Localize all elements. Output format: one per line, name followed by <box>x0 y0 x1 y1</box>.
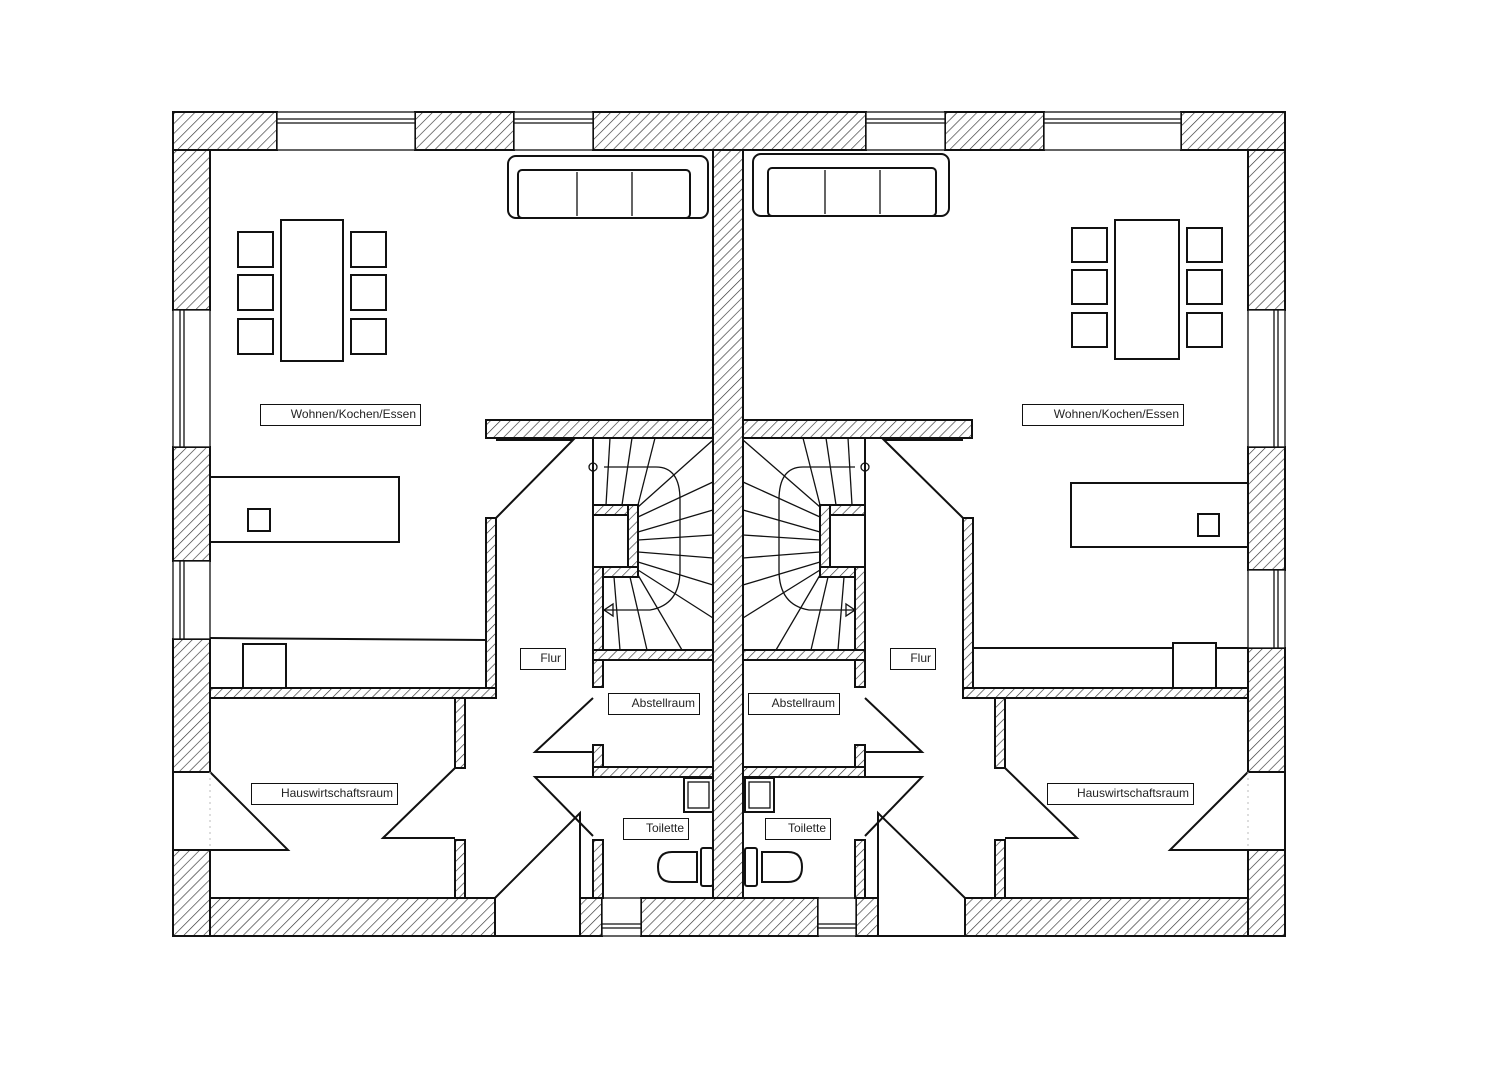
interior-walls-right <box>742 419 1249 899</box>
chair <box>1186 312 1223 348</box>
sink <box>683 777 714 813</box>
chair <box>1186 269 1223 305</box>
room-label-toilet-right: Toilette <box>765 818 831 840</box>
chair <box>237 274 274 311</box>
staircase-left <box>588 437 714 651</box>
interior-walls-left <box>209 419 714 899</box>
windows <box>172 111 1286 937</box>
exterior-doors <box>172 771 1286 937</box>
room-label-toilet-left: Toilette <box>623 818 689 840</box>
chair <box>350 231 387 268</box>
kitchen-island <box>209 476 400 543</box>
room-label-living-right: Wohnen/Kochen/Essen <box>1022 404 1184 426</box>
room-label-utility-right: Hauswirtschaftsraum <box>1047 783 1194 805</box>
exterior-walls <box>172 111 1286 937</box>
staircase-right <box>742 437 870 651</box>
room-label-hall-right: Flur <box>890 648 936 670</box>
chair <box>350 274 387 311</box>
room-label-storage-left: Abstellraum <box>608 693 700 715</box>
dining-table <box>1114 219 1180 360</box>
kitchen-left <box>209 476 400 689</box>
room-label-utility-left: Hauswirtschaftsraum <box>251 783 398 805</box>
chair <box>237 318 274 355</box>
chair <box>1071 312 1108 348</box>
dining-set-left <box>237 219 387 362</box>
toilet-left <box>656 777 714 887</box>
dining-table <box>280 219 344 362</box>
interior-doors <box>380 439 1080 839</box>
kitchen-island <box>1070 482 1249 548</box>
chair <box>237 231 274 268</box>
toilet-bowl <box>761 851 804 883</box>
toilet-right <box>744 777 804 887</box>
sofa-right <box>752 153 950 217</box>
chair <box>350 318 387 355</box>
kitchen-right <box>1070 482 1249 689</box>
toilet-bowl <box>656 851 698 883</box>
sofa-left <box>507 155 709 219</box>
appliance <box>242 643 287 689</box>
dining-set-right <box>1071 219 1223 360</box>
sink <box>744 777 775 813</box>
cooktop-icon <box>1197 513 1220 537</box>
room-label-storage-right: Abstellraum <box>748 693 840 715</box>
room-label-hall-left: Flur <box>520 648 566 670</box>
chair <box>1071 227 1108 263</box>
chair <box>1186 227 1223 263</box>
appliance <box>1172 642 1217 689</box>
chair <box>1071 269 1108 305</box>
cooktop-icon <box>247 508 271 532</box>
room-label-living-left: Wohnen/Kochen/Essen <box>260 404 421 426</box>
